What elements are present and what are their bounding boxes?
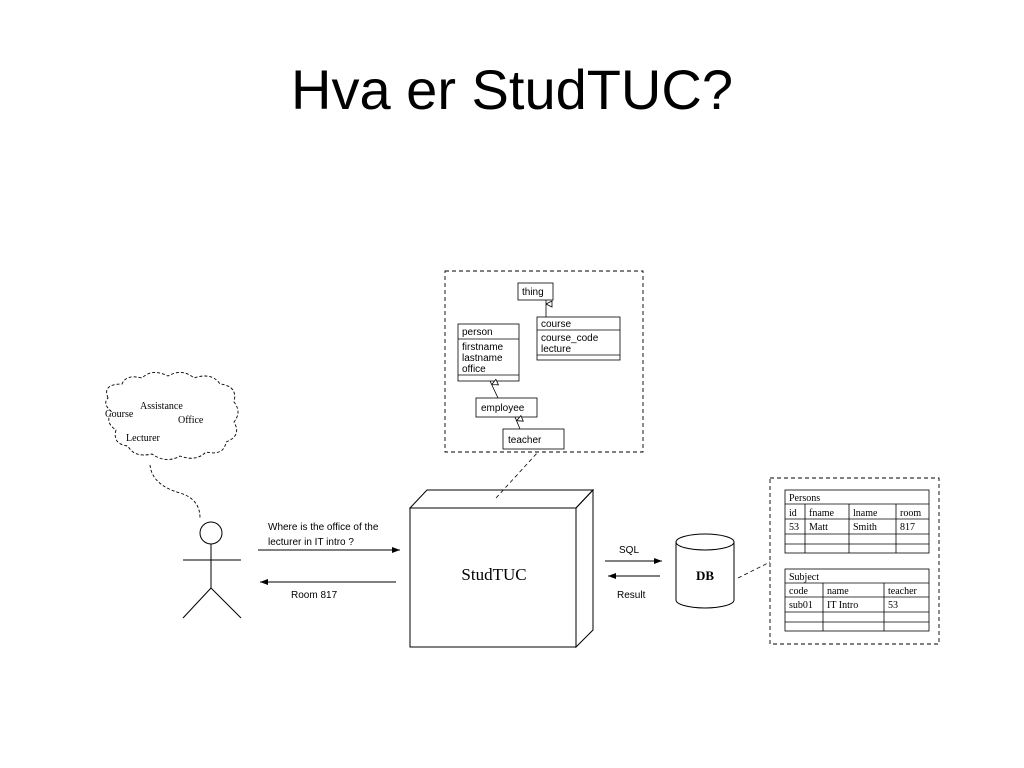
- class-person: [457, 323, 520, 382]
- studtuc-system-box: [408, 488, 595, 649]
- class-thing: [517, 282, 554, 301]
- studtuc-label: StudTUC: [461, 565, 526, 584]
- person-attr-firstname: firstname: [462, 342, 504, 353]
- class-employee: [475, 397, 538, 418]
- person-attr-lastname: lastname: [462, 353, 503, 364]
- db-label: DB: [696, 568, 714, 583]
- slide-title: Hva er StudTUC?: [291, 58, 733, 121]
- sql-arrow: SQL: [605, 545, 662, 564]
- result-label: Result: [617, 590, 646, 601]
- course-attr-lecture: lecture: [541, 344, 571, 355]
- class-teacher-label: teacher: [508, 435, 542, 446]
- tables-panel: Persons id fname lname room 53 Matt Smit…: [769, 477, 940, 645]
- persons-cell: Matt: [809, 522, 828, 533]
- subject-cell: 53: [888, 600, 898, 611]
- thought-bubble: Assistance Course Office Lecturer: [105, 372, 239, 519]
- person-attr-office: office: [462, 364, 486, 375]
- ontology-panel: thing course course_code lecture person …: [444, 270, 644, 453]
- persons-col-lname: lname: [853, 508, 878, 519]
- persons-table-name: Persons: [789, 493, 820, 504]
- class-thing-label: thing: [522, 287, 544, 298]
- answer-label: Room 817: [291, 590, 338, 601]
- persons-col-id: id: [789, 508, 797, 519]
- persons-cell: 817: [900, 522, 915, 533]
- subject-table-name: Subject: [789, 572, 819, 583]
- subject-col-code: code: [789, 586, 808, 597]
- sql-label: SQL: [619, 545, 639, 556]
- bubble-word-lecturer: Lecturer: [126, 433, 161, 444]
- question-arrow: Where is the office of the lecturer in I…: [258, 522, 400, 553]
- persons-col-fname: fname: [809, 508, 835, 519]
- inherit-teacher-employee: [514, 417, 520, 430]
- bubble-word-assistance: Assistance: [140, 401, 183, 412]
- class-person-label: person: [462, 327, 493, 338]
- tables-link: [737, 561, 771, 579]
- class-course-label: course: [541, 319, 571, 330]
- database-cylinder: [675, 533, 735, 609]
- subject-cell: sub01: [789, 600, 813, 611]
- persons-cell: Smith: [853, 522, 877, 533]
- subject-table: [784, 568, 930, 632]
- class-course: [536, 316, 621, 361]
- persons-col-room: room: [900, 508, 921, 519]
- class-teacher: [502, 428, 565, 450]
- subject-cell: IT Intro: [827, 600, 858, 611]
- class-employee-label: employee: [481, 403, 525, 414]
- bubble-word-course: Course: [105, 409, 134, 420]
- bubble-word-office: Office: [178, 415, 204, 426]
- ontology-link: [495, 451, 539, 499]
- persons-table: [784, 489, 930, 554]
- question-line-2: lecturer in IT intro ?: [268, 537, 354, 548]
- subject-col-teacher: teacher: [888, 586, 918, 597]
- inherit-employee-person: [489, 381, 498, 399]
- course-attr-code: course_code: [541, 333, 599, 344]
- result-arrow: Result: [608, 573, 660, 601]
- user-stick-figure: [182, 521, 242, 619]
- subject-col-name: name: [827, 586, 849, 597]
- persons-cell: 53: [789, 522, 799, 533]
- question-line-1: Where is the office of the: [268, 522, 379, 533]
- answer-arrow: Room 817: [260, 579, 396, 601]
